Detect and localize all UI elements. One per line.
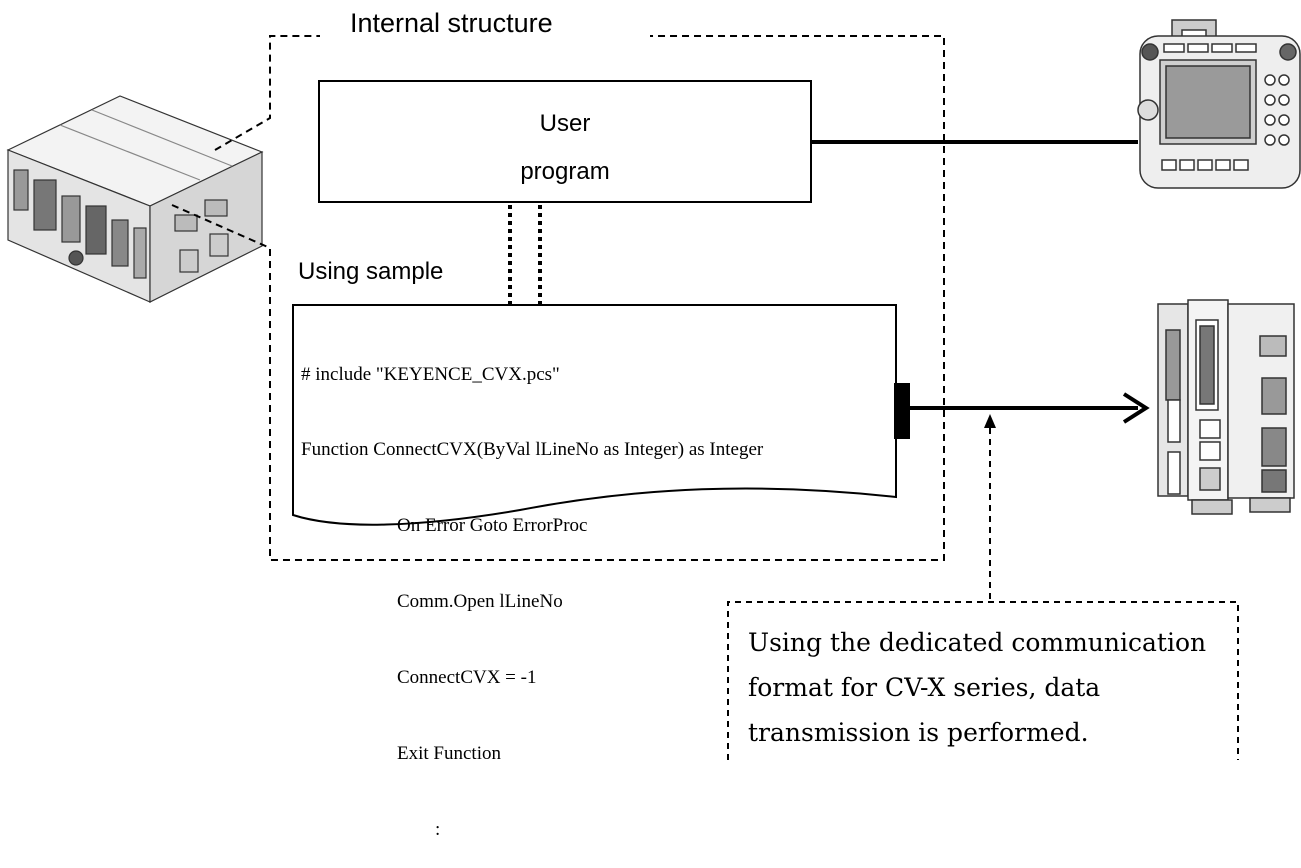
code-line: On Error Goto ErrorProc <box>397 515 588 537</box>
diagram-canvas <box>6 19 1301 760</box>
sample-code-document <box>292 304 897 526</box>
callout-line-lower <box>171 35 945 561</box>
sample-code: # include "KEYENCE_CVX.pcs" Function Con… <box>301 311 763 868</box>
code-line: ConnectCVX = -1 <box>397 667 537 689</box>
note-line: format for CV-X series, data <box>748 673 1101 702</box>
callout-line-upper <box>214 35 320 151</box>
code-line: # include "KEYENCE_CVX.pcs" <box>301 363 560 385</box>
teach-pendant-icon <box>1137 19 1301 189</box>
vision-controller-icon <box>1157 299 1295 515</box>
user-program-line-1: User <box>539 110 591 137</box>
arrow-head <box>1122 392 1150 424</box>
using-sample-label: Using sample <box>298 258 444 285</box>
code-line: Exit Function <box>397 743 501 765</box>
note-box <box>727 601 1239 760</box>
robot-controller-icon <box>6 95 264 303</box>
note-text: Using the dedicated communication format… <box>748 620 1206 755</box>
note-line: Using the dedicated communication <box>748 628 1207 657</box>
internal-structure-label: Internal structure <box>346 6 557 40</box>
code-line: Function ConnectCVX(ByVal lLineNo as Int… <box>301 439 764 461</box>
user-program-box: User program <box>318 80 812 203</box>
code-line: Comm.Open lLineNo <box>397 591 563 613</box>
code-line: : <box>435 818 441 840</box>
user-program-line-2: program <box>520 158 610 185</box>
note-pointer-arrow <box>984 414 996 428</box>
note-line: transmission is performed. <box>748 718 1089 747</box>
port-marker <box>894 383 910 439</box>
